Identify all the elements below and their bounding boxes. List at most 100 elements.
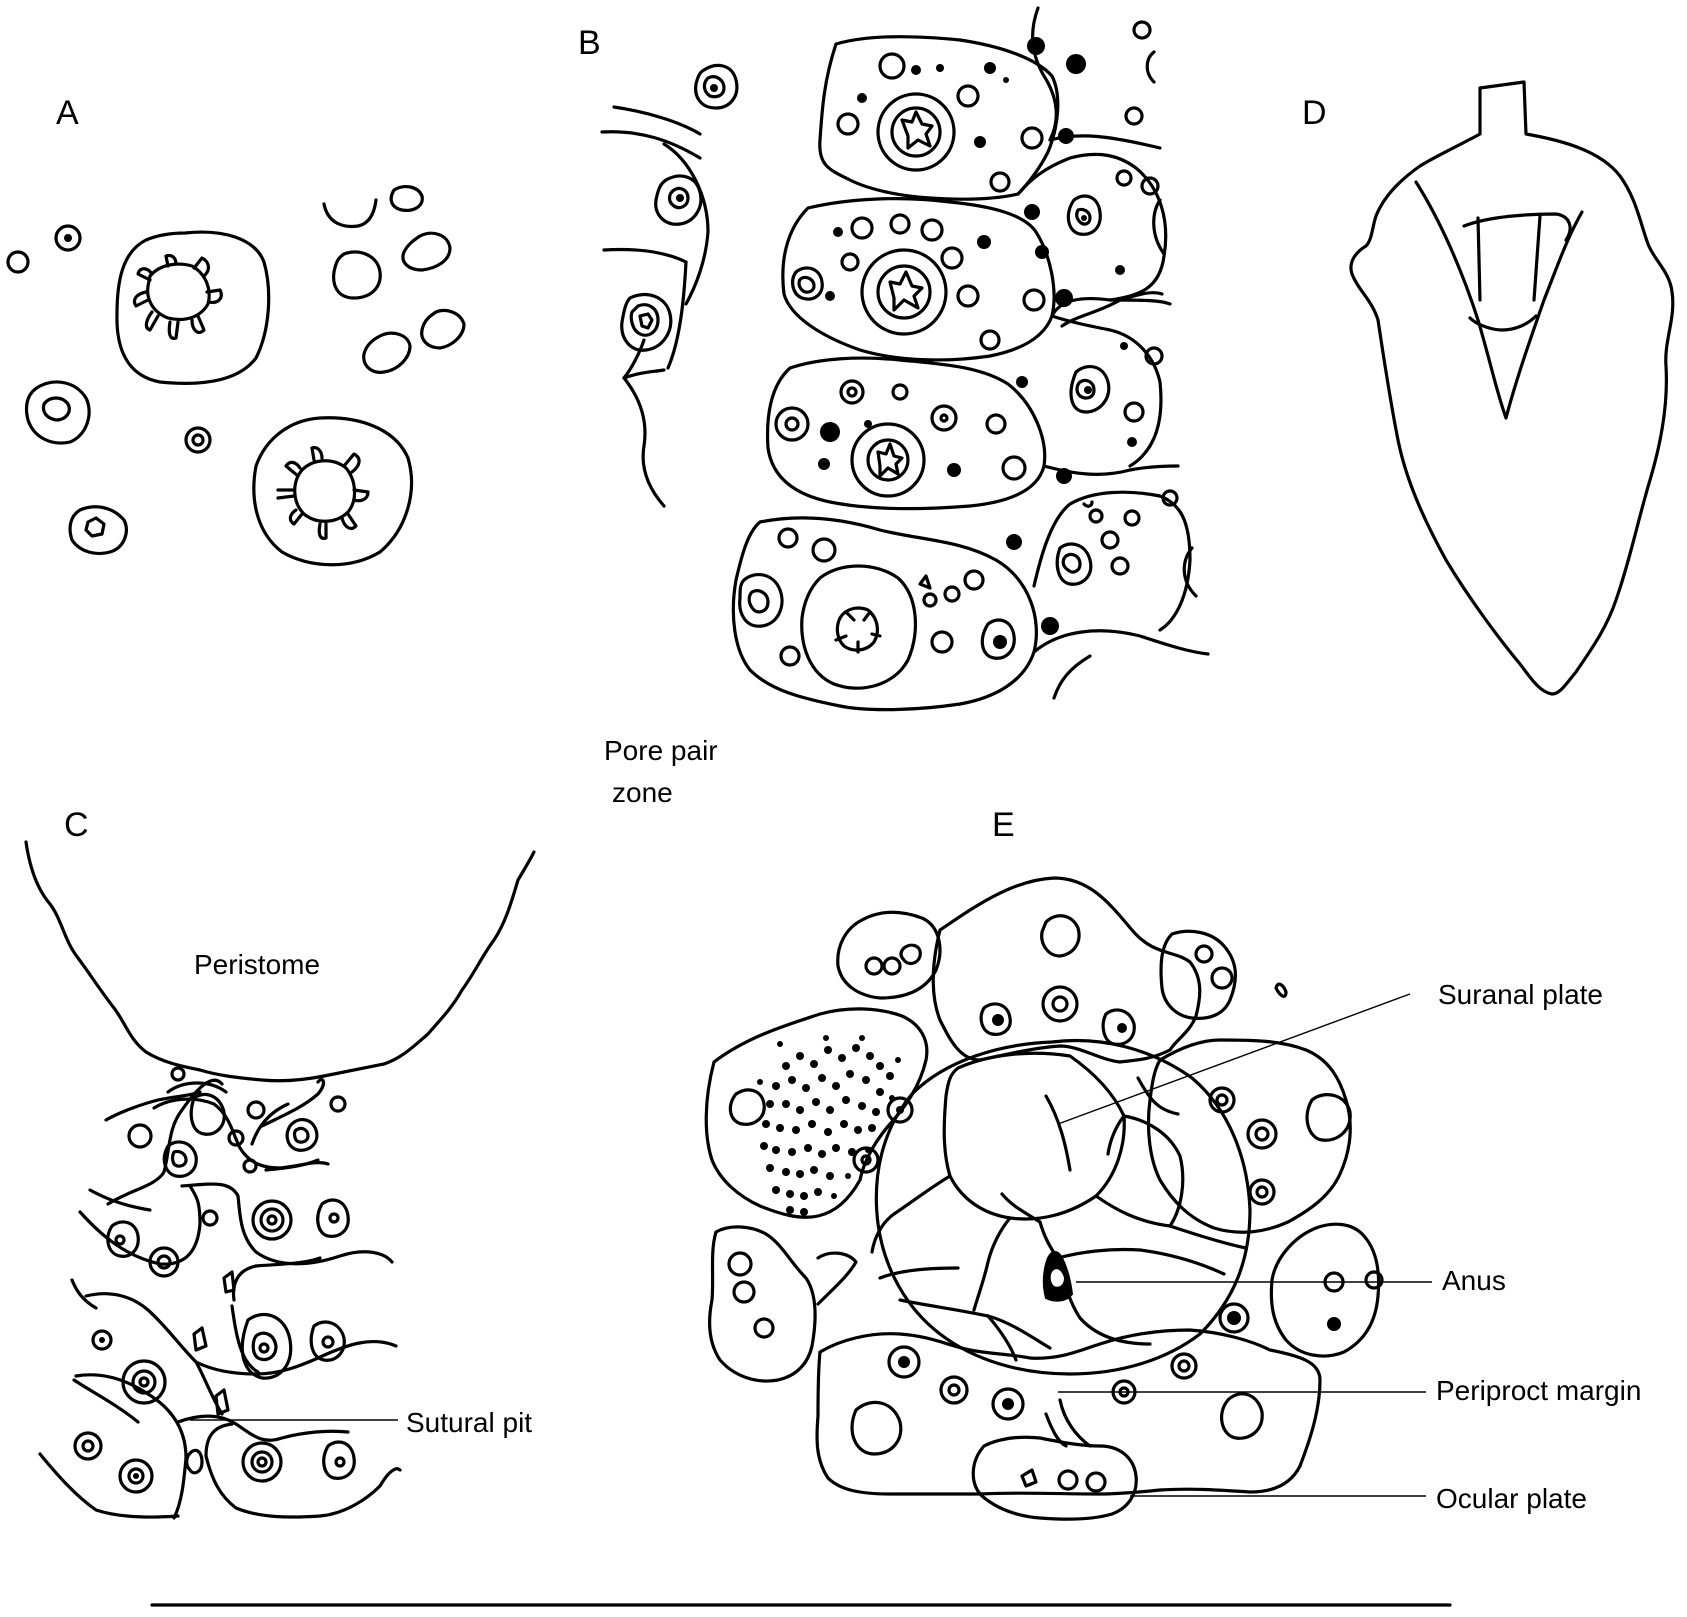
tubercle bbox=[1124, 106, 1144, 126]
tubercle bbox=[943, 585, 961, 603]
tubercle bbox=[127, 1123, 153, 1149]
pore bbox=[1115, 265, 1125, 275]
tubercle bbox=[991, 1387, 1025, 1421]
primary-tubercle-areole bbox=[115, 230, 271, 385]
tubercle bbox=[1194, 944, 1214, 964]
tubercle bbox=[918, 574, 932, 590]
tubercle bbox=[1323, 1271, 1345, 1293]
suranal-plate bbox=[942, 1051, 1126, 1221]
plate-suture bbox=[612, 105, 702, 136]
tubercle bbox=[1001, 455, 1027, 481]
tubercle bbox=[242, 1158, 258, 1174]
pore bbox=[818, 458, 830, 470]
tubercle bbox=[779, 645, 801, 667]
tubercle bbox=[1177, 1359, 1191, 1373]
tubercle bbox=[240, 1312, 293, 1380]
ocular-plate-left bbox=[708, 1225, 817, 1383]
tubercle bbox=[1255, 1185, 1269, 1199]
tubercle bbox=[1085, 1471, 1107, 1493]
tubercle bbox=[878, 52, 906, 80]
suranal-plate-label: Suranal plate bbox=[1438, 979, 1603, 1010]
plate-suture bbox=[666, 260, 688, 370]
panel-d-letter: D bbox=[1302, 94, 1327, 132]
tubercle bbox=[91, 1329, 113, 1351]
secondary-tubercle-boss bbox=[41, 396, 71, 422]
pore bbox=[1066, 54, 1086, 74]
pore bbox=[936, 64, 944, 72]
pore bbox=[1041, 617, 1059, 635]
primary-tubercle-boss bbox=[866, 438, 910, 482]
tubercle-boss bbox=[1084, 386, 1092, 394]
crenulation bbox=[342, 452, 361, 474]
plate-suture bbox=[260, 1078, 326, 1128]
ambulacral-plate bbox=[765, 356, 1047, 511]
tubercle bbox=[127, 1467, 145, 1485]
plate-suture bbox=[106, 1078, 224, 1206]
tubercle bbox=[1161, 489, 1179, 507]
plate-suture bbox=[84, 1292, 398, 1376]
tubercle bbox=[121, 1359, 167, 1405]
tubercle bbox=[840, 252, 860, 272]
tubercle bbox=[138, 1376, 150, 1388]
pore bbox=[1016, 376, 1028, 388]
secondary-tubercle bbox=[68, 505, 128, 556]
plate-suture bbox=[1032, 629, 1210, 656]
periproct-plate-suture bbox=[1000, 1192, 1042, 1224]
anus-inner bbox=[1050, 1269, 1064, 1287]
tubercle bbox=[1055, 542, 1093, 586]
tubercle bbox=[753, 1317, 775, 1339]
periproct-margin-label: Periproct margin bbox=[1436, 1375, 1641, 1406]
spine-inner-cup bbox=[1462, 212, 1572, 242]
tubercle bbox=[285, 1118, 319, 1152]
tubercle bbox=[114, 1234, 126, 1246]
genital-pore bbox=[1002, 1398, 1014, 1410]
secondary-tubercle-boss bbox=[84, 516, 106, 538]
tubercle bbox=[979, 329, 1001, 351]
tubercle bbox=[899, 943, 922, 966]
miliary-tubercle bbox=[362, 331, 412, 374]
tubercle bbox=[309, 1320, 346, 1362]
tubercle bbox=[1254, 1126, 1270, 1142]
tubercle bbox=[811, 537, 837, 563]
tubercle bbox=[266, 1214, 278, 1226]
ocular-plate-upper-left bbox=[836, 910, 942, 1000]
tubercle-boss bbox=[1081, 215, 1087, 221]
tubercle bbox=[256, 1456, 268, 1468]
plate-suture bbox=[264, 1158, 320, 1172]
plate-suture bbox=[1050, 314, 1163, 468]
plate-suture bbox=[662, 142, 710, 306]
plate-suture bbox=[78, 1184, 202, 1266]
pore bbox=[864, 420, 872, 428]
tubercle bbox=[192, 1326, 208, 1352]
tubercle bbox=[292, 1126, 310, 1144]
tubercle bbox=[791, 266, 824, 301]
tubercle bbox=[956, 84, 980, 108]
tubercle-boss bbox=[99, 1337, 105, 1343]
primary-tubercle-areole bbox=[860, 248, 948, 336]
tubercle bbox=[1208, 1086, 1236, 1114]
plate-suture bbox=[600, 130, 702, 160]
pore bbox=[1055, 289, 1073, 307]
tubercle bbox=[1061, 552, 1082, 574]
tubercle bbox=[1110, 556, 1130, 576]
tubercle bbox=[629, 303, 660, 337]
tubercle-boss bbox=[638, 312, 654, 330]
tubercle bbox=[860, 1154, 872, 1166]
plate-suture bbox=[1032, 490, 1192, 632]
tubercle bbox=[654, 174, 703, 226]
pore bbox=[1058, 128, 1074, 144]
pore-pair-zone-label-line2: zone bbox=[612, 777, 673, 808]
tubercle bbox=[850, 1400, 903, 1456]
tubercle bbox=[1305, 1093, 1352, 1142]
tubercle bbox=[118, 1458, 154, 1494]
tubercle bbox=[1364, 1270, 1384, 1290]
tubercle-boss bbox=[133, 1473, 139, 1479]
tubercle bbox=[1115, 169, 1133, 187]
plate-suture bbox=[166, 1081, 228, 1094]
tubercle bbox=[852, 1146, 880, 1174]
pore bbox=[993, 635, 1007, 649]
tubercle bbox=[1075, 207, 1092, 226]
tubercle bbox=[1020, 1468, 1038, 1488]
primary-tubercle-areole bbox=[876, 92, 956, 172]
ocular-pore bbox=[1327, 1317, 1341, 1331]
